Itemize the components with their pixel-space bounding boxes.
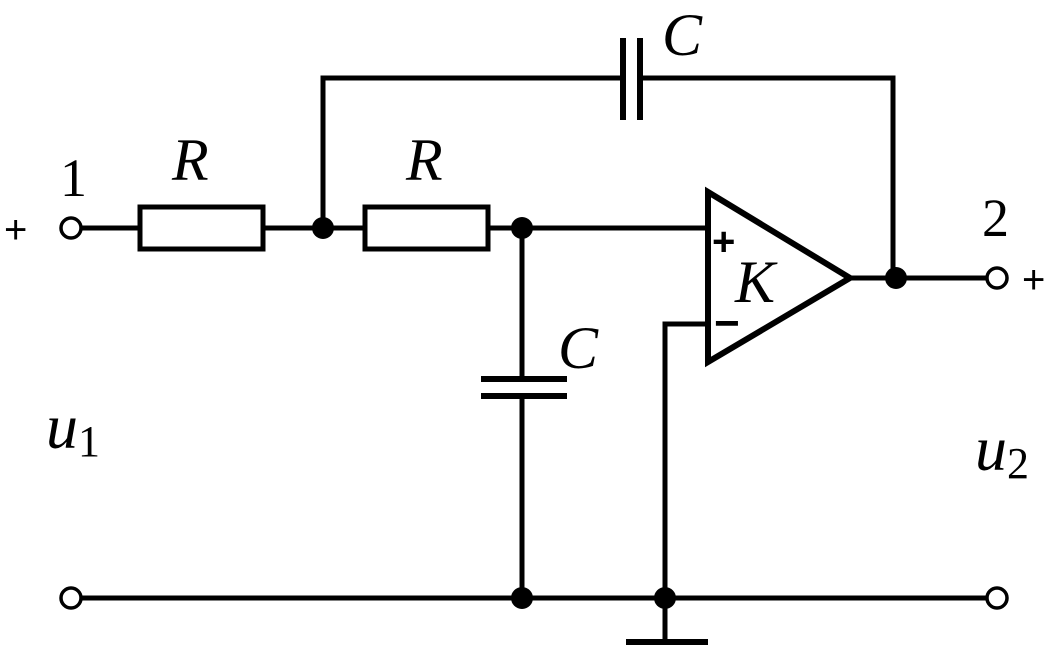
output-polarity-sign: +: [1022, 258, 1045, 302]
input-voltage-label: u1: [46, 391, 100, 466]
input-branch: [78, 204, 711, 252]
input-polarity-sign: +: [4, 208, 27, 252]
resistor-1: [137, 204, 266, 252]
feedback-path: [320, 38, 896, 281]
inverting-sign: −: [714, 299, 740, 348]
amplifier-gain-label: K: [734, 249, 778, 315]
junction-node: [885, 267, 907, 289]
resistor-1-label: R: [171, 127, 209, 193]
input-terminal-top: [59, 216, 83, 240]
junction-node: [511, 587, 533, 609]
noninverting-sign: +: [712, 220, 735, 264]
resistor-2-label: R: [405, 127, 443, 193]
output-terminal-bottom: [985, 586, 1009, 610]
junction-node: [312, 217, 334, 239]
opamp-triangle: [705, 186, 856, 368]
output-terminal-top: [985, 266, 1009, 290]
shunt-branch: [481, 225, 567, 601]
feedback-capacitor-label: C: [662, 2, 703, 68]
output-voltage-label: u2: [975, 413, 1029, 488]
shunt-capacitor-label: C: [558, 315, 599, 381]
output-port-number: 2: [982, 188, 1009, 248]
input-terminal-bottom: [59, 586, 83, 610]
junction-node: [654, 587, 676, 609]
input-port-number: 1: [60, 148, 87, 208]
junction-node: [511, 217, 533, 239]
resistor-2: [362, 204, 491, 252]
